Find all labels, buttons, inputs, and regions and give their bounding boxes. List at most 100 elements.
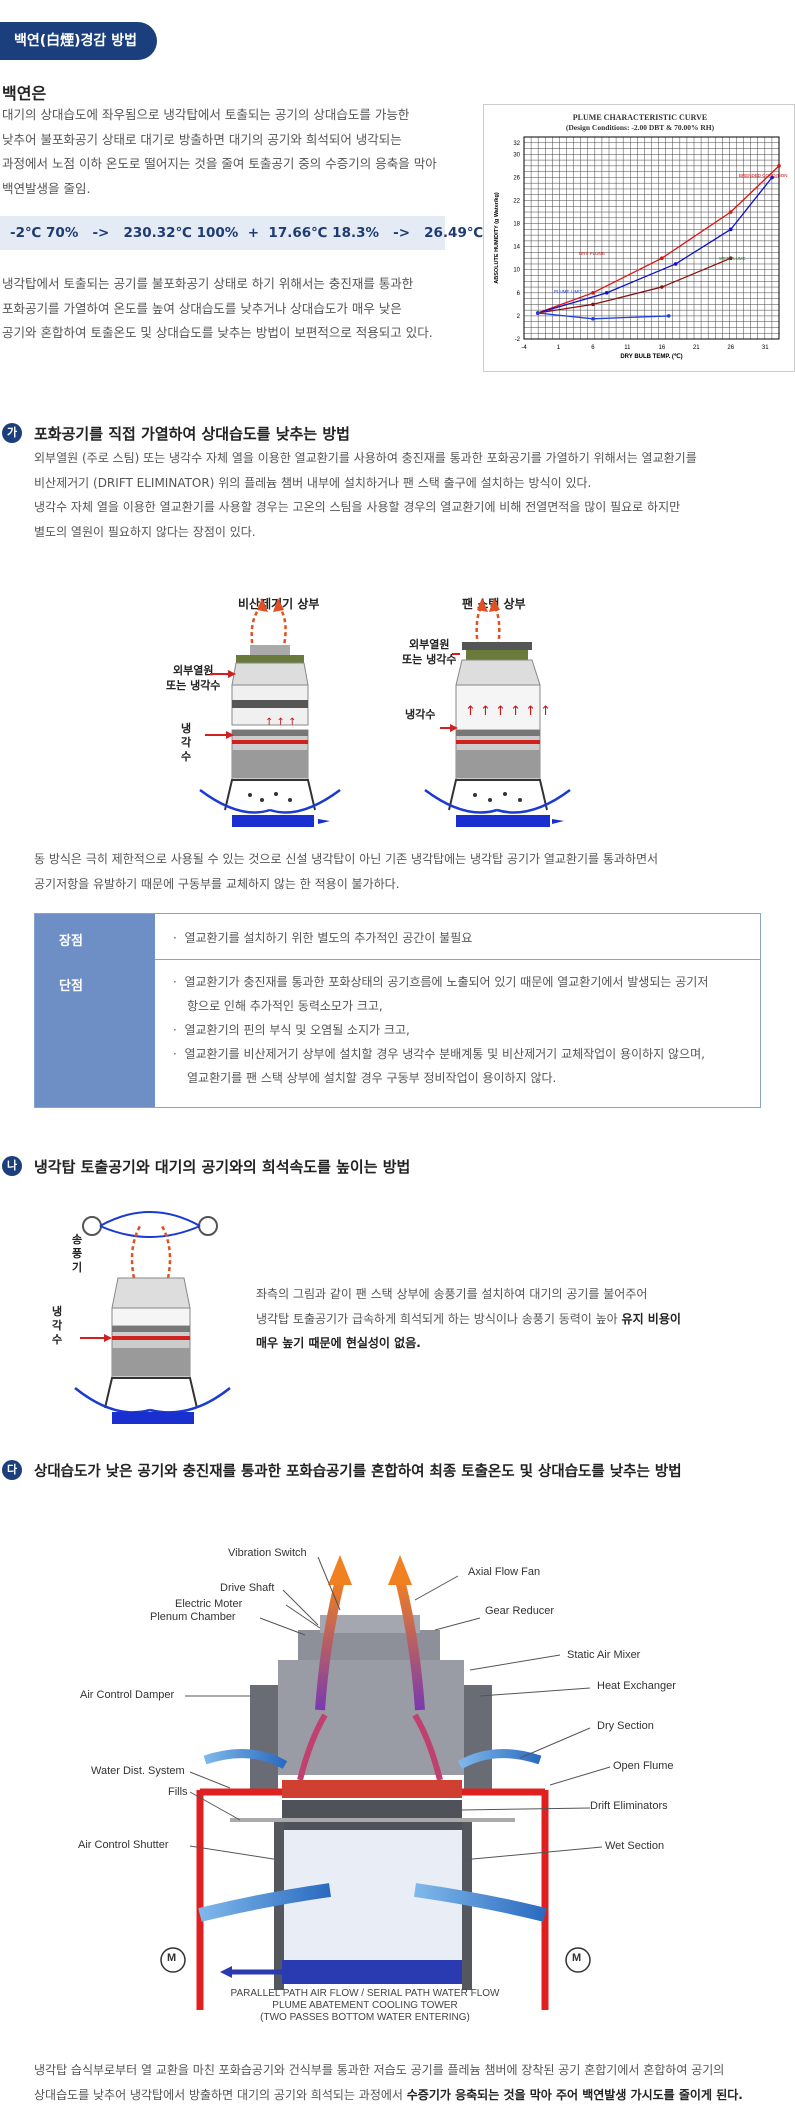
con-label: 단점 (35, 959, 155, 1107)
intro-line: 공기와 혼합하여 토출온도 및 상대습도를 낮추는 방법이 보편적으로 적용되고… (2, 325, 433, 340)
y-tick-label: 26 (513, 175, 520, 181)
series-point (660, 285, 664, 289)
label-axial-flow-fan: Axial Flow Fan (468, 1566, 541, 1578)
series-point (728, 256, 733, 260)
y-tick-label: 22 (513, 198, 520, 204)
y-tick-label: 10 (513, 268, 520, 274)
intro-line: 대기의 상대습도에 좌우됨으로 냉각탑에서 토출되는 공기의 상대습도를 가능한 (2, 107, 410, 122)
sec-a-line: 외부열원 (주로 스팀) 또는 냉각수 자체 열을 이용한 열교환기를 사용하여… (34, 451, 697, 465)
section-c-title: 상대습도가 낮은 공기와 충진재를 통과한 포화습공기를 혼합하여 최종 토출온… (34, 1464, 682, 1480)
motor-left: M (167, 1952, 177, 1964)
label-gear-reducer: Gear Reducer (485, 1605, 555, 1617)
tower-fig2: ↑ ↑ ↑ ↑ ↑ ↑ (424, 598, 571, 827)
x-tick-label: 21 (693, 345, 700, 351)
section-c-footer: 냉각탑 습식부로부터 열 교환을 마친 포화습공기와 건식부를 통과한 저습도 … (34, 2058, 794, 2107)
label-air-control-shutter: Air Control Shutter (78, 1839, 169, 1851)
sec-b-water-label: 냉 각 수 (52, 1305, 63, 1346)
sec-a-line: 별도의 열원이 필요하지 않다는 장점이 있다. (34, 524, 256, 539)
series-line-2 (537, 257, 732, 314)
series-point (666, 314, 671, 318)
series-point (535, 311, 540, 315)
pro-cell: · 열교환기를 설치하기 위한 별도의 추가적인 공간이 불필요 (155, 926, 760, 950)
sec-c-line: 냉각탑 습식부로부터 열 교환을 마친 포화습공기와 건식부를 통과한 저습도 … (34, 2063, 725, 2077)
sec-b-line: 좌측의 그림과 같이 팬 스택 상부에 송풍기를 설치하여 대기의 공기를 불어… (256, 1287, 648, 1301)
section-a-after: 동 방식은 극히 제한적으로 사용될 수 있는 것으로 신설 냉각탑이 아닌 기… (34, 847, 774, 896)
series-point (777, 164, 781, 168)
y-tick-label: -2 (515, 337, 521, 343)
y-tick-label: 18 (513, 222, 520, 228)
label-fills: Fills (168, 1786, 188, 1798)
label-electric-moter: Electric Moter (175, 1598, 243, 1610)
tower-fig3 (74, 1211, 231, 1424)
label-dry-section: Dry Section (597, 1720, 654, 1732)
sec-a-line: 냉각수 자체 열을 이용한 열교환기를 사용할 경우는 고온의 스팀을 사용할 … (34, 500, 681, 514)
label-vibration-switch: Vibration Switch (228, 1547, 307, 1559)
label-drive-shaft: Drive Shaft (220, 1582, 275, 1594)
plume-chart: PLUME CHARACTERISTIC CURVE (Design Condi… (483, 104, 795, 372)
series-point (660, 256, 664, 260)
intro-title: 백연은 (2, 84, 47, 103)
y-tick-label: 30 (513, 152, 520, 158)
sec-b-line: 냉각탑 토출공기가 급속하게 희석되게 하는 방식이나 송풍기 동력이 높아 유… (256, 1311, 681, 1326)
tower-figures: ↑ ↑ ↑ ↑ ↑ ↑ ↑ ↑ ↑ (199, 598, 571, 827)
chart-annotation: PLUME LIMIT (554, 289, 583, 294)
label-air-control-damper: Air Control Damper (80, 1689, 175, 1701)
chart-annotation: BRENDED CONDITION (739, 173, 788, 178)
sec-a-after-line: 공기저항을 유발하기 때문에 구동부를 교체하지 않는 한 적용이 불가하다. (34, 876, 400, 891)
fig1-water-label: 냉 각 수 (181, 722, 192, 763)
motor-right: M (572, 1952, 582, 1964)
y-tick-label: 6 (517, 291, 521, 297)
intro-line: 백연발생을 줄임. (2, 180, 91, 196)
con-item: · 열교환기가 충진재를 통과한 포화상태의 공기흐름에 노출되어 있기 때문에… (173, 975, 709, 1013)
con-item: · 열교환기를 비산제거기 상부에 설치할 경우 냉각수 분배계통 및 비산제거… (173, 1047, 705, 1085)
plot-frame (523, 136, 780, 340)
y-axis-label: ABSOLUTE HUMIDITY (g Water/kg) (494, 192, 500, 284)
pro-label: 장점 (35, 914, 155, 959)
section-b-title: 냉각탑 토출공기와 대기의 공기와의 희석속도를 높이는 방법 (34, 1158, 411, 1176)
x-tick-label: 1 (557, 345, 561, 351)
intro-line: 포화공기를 가열하여 온도를 높여 상대습도를 낮추거나 상대습도가 매우 낮은 (2, 300, 402, 316)
x-tick-label: -4 (521, 345, 527, 351)
intro-line: 과정에서 노점 이하 온도로 떨어지는 것을 줄여 토출공기 중의 수증기의 응… (2, 156, 437, 171)
section-a-text: 외부열원 (주로 스팀) 또는 냉각수 자체 열을 이용한 열교환기를 사용하여… (34, 446, 784, 544)
intro-text: 대기의 상대습도에 좌우됨으로 냉각탑에서 토출되는 공기의 상대습도를 가능한… (2, 103, 442, 201)
y-tick-label: 2 (517, 314, 521, 320)
section-badge-a: 가 (2, 423, 22, 443)
intro-line: 냉각탑에서 토출되는 공기를 불포화공기 상태로 하기 위해서는 충진재를 통과… (2, 276, 414, 291)
series-point (604, 291, 609, 295)
section-b-text: 좌측의 그림과 같이 팬 스택 상부에 송풍기를 설치하여 대기의 공기를 불어… (256, 1282, 776, 1356)
x-tick-label: 16 (658, 345, 665, 351)
svg-text:↑ ↑ ↑: ↑ ↑ ↑ (265, 717, 297, 728)
label-drift-eliminators: Drift Eliminators (590, 1800, 668, 1812)
series-point (591, 317, 595, 321)
svg-text:↑ ↑ ↑ ↑ ↑ ↑: ↑ ↑ ↑ ↑ ↑ ↑ (465, 704, 551, 719)
series-point (591, 291, 595, 295)
section-pill: 백연(白煙)경감 방법 (0, 22, 157, 60)
series-point (728, 227, 733, 232)
x-tick-label: 31 (762, 345, 769, 351)
section-badge-b: 나 (2, 1156, 22, 1176)
chart-annotation: WET PLUME (719, 256, 746, 261)
pros-cons-table: 장점 · 열교환기를 설치하기 위한 별도의 추가적인 공간이 불필요 단점 ·… (34, 913, 761, 1108)
label-static-air-mixer: Static Air Mixer (567, 1649, 641, 1661)
y-tick-label: 14 (513, 245, 520, 251)
fig2-water-label: 냉각수 (405, 708, 436, 721)
y-tick-label: 32 (513, 141, 520, 147)
series-point (728, 210, 733, 214)
intro-text-2: 냉각탑에서 토출되는 공기를 불포화공기 상태로 하기 위해서는 충진재를 통과… (2, 272, 447, 346)
con-cell: · 열교환기가 충진재를 통과한 포화상태의 공기흐름에 노출되어 있기 때문에… (155, 970, 713, 1090)
plume-abatement-diagram (160, 1555, 611, 2010)
x-tick-label: 6 (591, 345, 595, 351)
x-axis-label: DRY BULB TEMP. (℃) (620, 353, 682, 360)
sec-b-line: 매우 높기 때문에 현실성이 없음. (256, 1336, 421, 1350)
label-heat-exchanger: Heat Exchanger (597, 1680, 676, 1692)
label-open-flume: Open Flume (613, 1760, 674, 1772)
series-point (591, 302, 595, 307)
label-water-dist-system: Water Dist. System (91, 1765, 185, 1777)
section-a-title: 포화공기를 직접 가열하여 상대습도를 낮추는 방법 (34, 425, 350, 443)
chart-subtitle: (Design Conditions: -2.00 DBT & 70.00% R… (565, 123, 715, 132)
diagram-caption: PARALLEL PATH AIR FLOW / SERIAL PATH WAT… (230, 1988, 500, 2023)
series-point (673, 262, 678, 266)
